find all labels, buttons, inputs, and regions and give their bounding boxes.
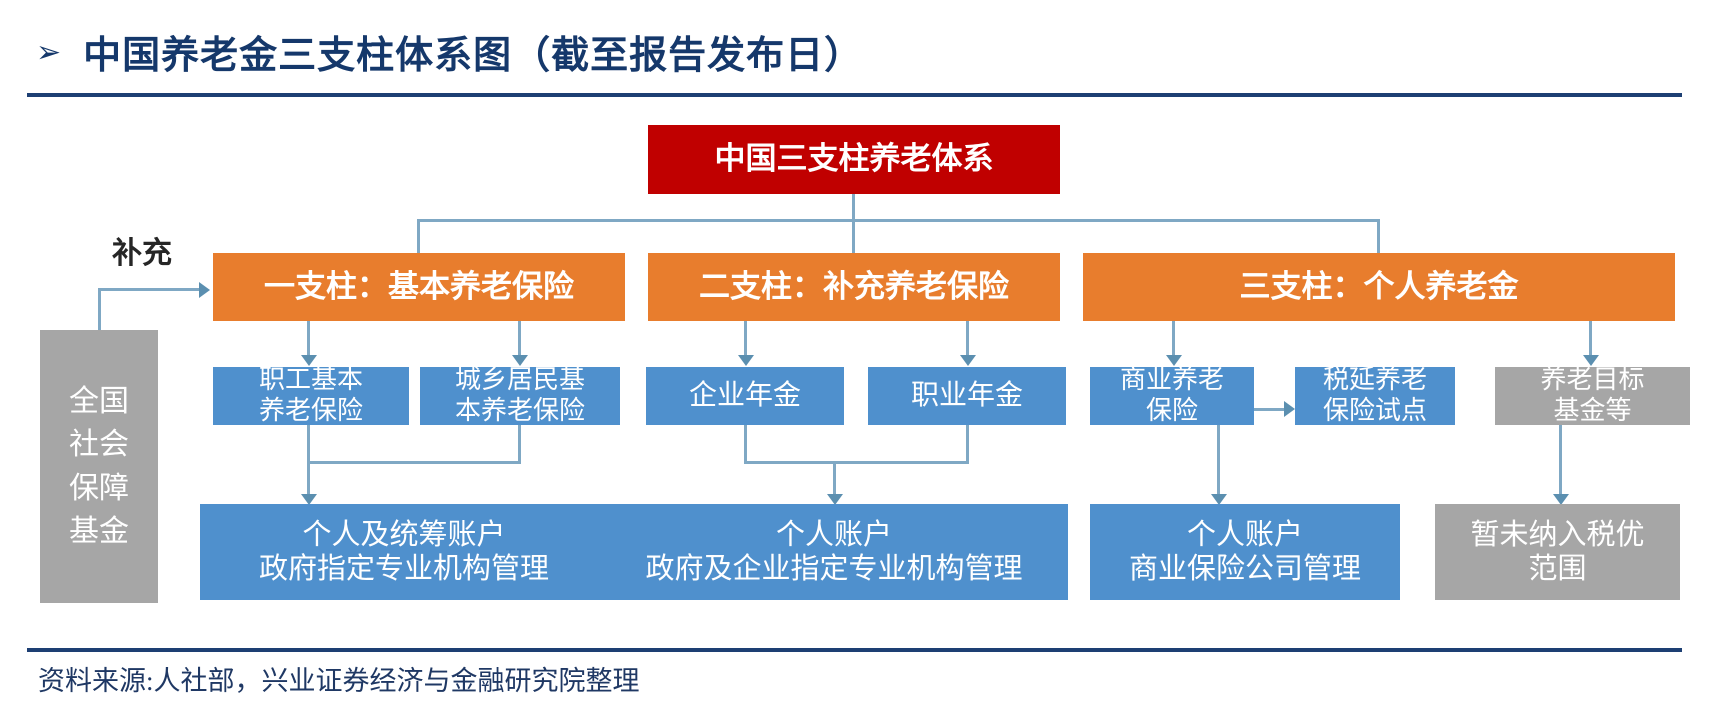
connector-pillar-2-to-child-2 (966, 320, 969, 356)
source-note: 资料来源:人社部，兴业证券经济与金融研究院整理 (38, 666, 640, 696)
arrow-pillar-1-to-child-1 (301, 355, 317, 366)
connector-bus-to-pillar-1 (417, 219, 420, 253)
node-pillar-3-summary-b-label: 暂未纳入税优 范围 (1470, 518, 1645, 585)
node-commercial-pension-insurance[interactable]: 商业养老 保险 (1090, 365, 1254, 425)
connector-pillar-1-to-child-1 (307, 320, 310, 356)
connector-pillar-2-summary-stem (833, 461, 836, 501)
node-pillar-2-label: 二支柱：补充养老保险 (699, 268, 1009, 304)
connector-pillar-1-to-child-2 (518, 320, 521, 356)
arrow-pillar-3-summary-b (1553, 494, 1569, 505)
connector-child-3a-down (1217, 425, 1220, 501)
arrow-pillar-3-to-child-1 (1166, 355, 1182, 366)
arrow-pillar-2-to-child-2 (960, 355, 976, 366)
node-occupational-annuity[interactable]: 职业年金 (868, 367, 1066, 425)
connector-pillar-3-to-child-3 (1589, 320, 1592, 356)
arrow-pillar-2-summary (827, 494, 843, 505)
arrow-pillar-2-to-child-1 (738, 355, 754, 366)
node-pillar-1-label: 一支柱：基本养老保险 (264, 268, 574, 304)
node-root[interactable]: 中国三支柱养老体系 (648, 125, 1060, 194)
footer-divider (27, 648, 1682, 652)
node-employee-basic-pension-label: 职工基本 养老保险 (258, 365, 363, 425)
connector-fund-stem (98, 290, 101, 332)
node-pillar-3-label: 三支柱：个人养老金 (1239, 268, 1519, 304)
node-pillar-2[interactable]: 二支柱：补充养老保险 (648, 253, 1060, 321)
page-title-text: 中国养老金三支柱体系图（截至报告发布日） (83, 35, 864, 77)
connector-pillar-2-to-child-1 (744, 320, 747, 356)
node-pillar-1[interactable]: 一支柱：基本养老保险 (213, 253, 625, 321)
node-pension-target-fund-label: 养老目标 基金等 (1540, 365, 1645, 425)
node-tax-deferred-pension-insurance-pilot[interactable]: 税延养老 保险试点 (1295, 365, 1455, 425)
connector-bus-to-pillar-2 (852, 219, 855, 253)
connector-root-stem (852, 194, 855, 221)
node-pillar-3-summary-b[interactable]: 暂未纳入税优 范围 (1435, 504, 1680, 600)
node-enterprise-annuity-label: 企业年金 (688, 380, 801, 412)
node-pillar-1-summary-label: 个人及统筹账户 政府指定专业机构管理 (258, 518, 549, 585)
connector-fund-to-pillar-1 (98, 288, 200, 291)
node-enterprise-annuity[interactable]: 企业年金 (646, 367, 844, 425)
node-root-label: 中国三支柱养老体系 (714, 141, 994, 177)
arrow-pillar-3-summary-a (1211, 494, 1227, 505)
connector-child-2-elbow (744, 461, 969, 464)
arrow-pillar-1-summary (301, 494, 317, 505)
node-pension-target-fund[interactable]: 养老目标 基金等 (1495, 365, 1690, 425)
connector-child-2a-down (744, 425, 747, 463)
connector-commercial-to-taxdeferred (1254, 408, 1286, 411)
arrow-pillar-3-to-child-3 (1583, 355, 1599, 366)
arrow-commercial-to-taxdeferred (1284, 401, 1295, 417)
connector-bus (418, 219, 1380, 222)
node-urban-rural-resident-basic-pension[interactable]: 城乡居民基 本养老保险 (420, 365, 620, 425)
node-national-social-security-fund-label: 全国 社会 保障 基金 (69, 384, 129, 549)
node-employee-basic-pension[interactable]: 职工基本 养老保险 (213, 365, 409, 425)
node-pillar-2-summary[interactable]: 个人账户 政府及企业指定专业机构管理 (600, 504, 1068, 600)
node-commercial-pension-insurance-label: 商业养老 保险 (1119, 365, 1224, 425)
node-tax-deferred-pension-insurance-pilot-label: 税延养老 保险试点 (1322, 365, 1427, 425)
connector-child-1b-elbow (307, 461, 521, 464)
title-divider (27, 93, 1682, 97)
connector-child-2b-down (966, 425, 969, 463)
connector-child-3c-down (1559, 425, 1562, 501)
node-occupational-annuity-label: 职业年金 (910, 380, 1023, 412)
bullet-arrow-icon: ➢ (36, 34, 62, 70)
node-pillar-3-summary-a-label: 个人账户 商业保险公司管理 (1128, 518, 1361, 585)
node-pillar-3-summary-a[interactable]: 个人账户 商业保险公司管理 (1090, 504, 1400, 600)
connector-pillar-3-to-child-1 (1172, 320, 1175, 356)
node-national-social-security-fund[interactable]: 全国 社会 保障 基金 (40, 330, 158, 603)
connector-child-1b-down (518, 425, 521, 463)
connector-bus-to-pillar-3 (1377, 219, 1380, 253)
page-title: ➢ 中国养老金三支柱体系图（截至报告发布日） (36, 24, 863, 79)
label-supplement: 补充 (112, 237, 172, 270)
node-pillar-1-summary[interactable]: 个人及统筹账户 政府指定专业机构管理 (200, 504, 608, 600)
node-pillar-2-summary-label: 个人账户 政府及企业指定专业机构管理 (645, 518, 1023, 585)
node-pillar-3[interactable]: 三支柱：个人养老金 (1083, 253, 1675, 321)
node-urban-rural-resident-basic-pension-label: 城乡居民基 本养老保险 (454, 365, 585, 425)
arrow-pillar-1-to-child-2 (512, 355, 528, 366)
arrow-fund-to-pillar-1 (199, 282, 210, 298)
